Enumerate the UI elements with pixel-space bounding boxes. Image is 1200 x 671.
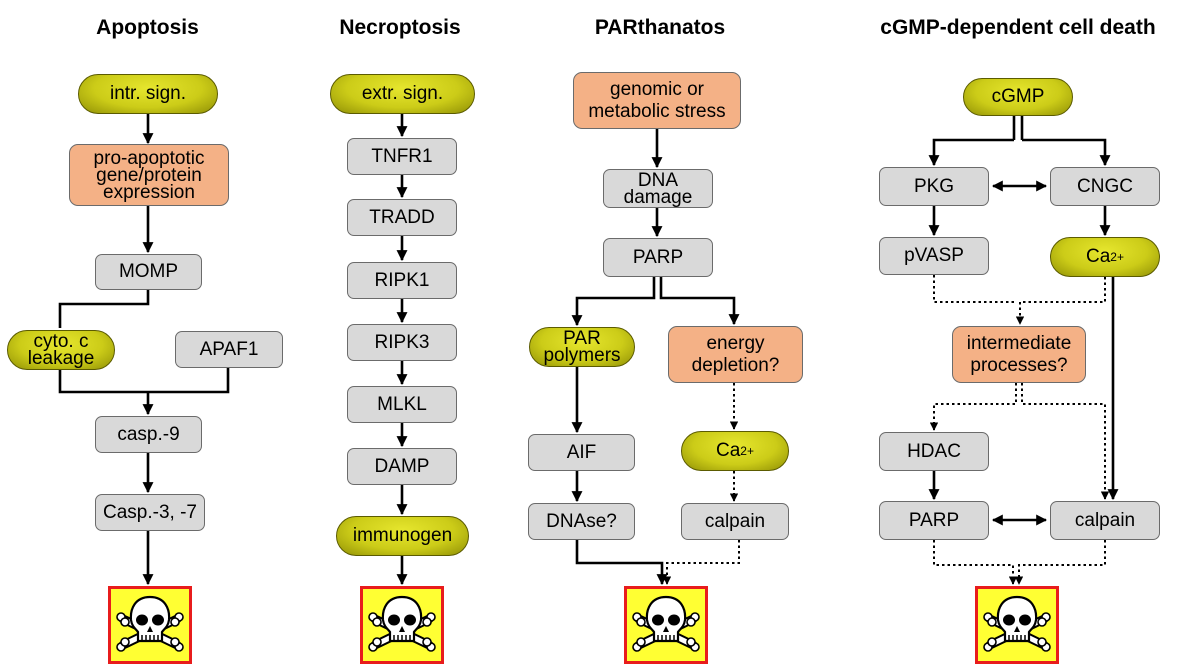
node-casp9: casp.-9 [95, 416, 202, 453]
connector-arrow [1021, 383, 1110, 500]
skull-crossbones-icon [368, 595, 436, 652]
skull-crossbones-icon [983, 595, 1051, 652]
node-apaf1: APAF1 [175, 331, 283, 368]
connector-arrow [659, 277, 740, 326]
node-calpain-parthanatos: calpain [681, 503, 789, 540]
node-aif: AIF [528, 434, 635, 471]
node-pro-apoptotic: pro-apoptotic gene/protein expression [69, 144, 229, 206]
node-hdac: HDAC [879, 432, 989, 471]
node-ripk1: RIPK1 [347, 262, 457, 299]
node-immunogen: immunogen [336, 516, 469, 556]
ca-label: Ca [1086, 246, 1111, 267]
node-tradd: TRADD [347, 199, 457, 236]
connector-arrow [1022, 138, 1111, 167]
node-cgmp: cGMP [963, 78, 1073, 116]
node-ripk3: RIPK3 [347, 324, 457, 361]
node-par-polymers: PAR polymers [529, 327, 635, 367]
node-momp: MOMP [95, 254, 202, 290]
connector-line [58, 290, 150, 328]
node-genomic-stress: genomic or metabolic stress [573, 72, 741, 129]
connector-line [933, 275, 1014, 303]
connector-arrow [929, 383, 1017, 431]
connector-arrow [1015, 277, 1106, 325]
node-calpain-cgmp: calpain [1050, 501, 1160, 540]
node-intr-sign: intr. sign. [78, 74, 218, 114]
node-parp-cgmp: PARP [879, 501, 989, 540]
cell-death-cgmp [975, 586, 1059, 664]
cell-death-parthanatos [624, 586, 708, 664]
node-cyto-c-leakage: cyto. c leakage [7, 330, 115, 370]
node-damp: DAMP [347, 448, 457, 485]
connector-arrow [1014, 540, 1106, 585]
node-dnase: DNAse? [528, 503, 635, 540]
node-intermediate-processes: intermediate processes? [952, 326, 1086, 383]
node-mlkl: MLKL [347, 386, 457, 423]
connector-line [58, 370, 148, 394]
node-energy-depletion: energy depletion? [668, 326, 803, 383]
cell-death-necroptosis [360, 586, 444, 664]
ca-label: Ca [716, 440, 741, 461]
title-cgmp-dependent: cGMP-dependent cell death [880, 16, 1156, 39]
node-extr-sign: extr. sign. [330, 74, 475, 114]
node-pvasp: pVASP [879, 237, 989, 275]
connector-arrow [928, 138, 1014, 167]
node-parp-parthanatos: PARP [603, 238, 713, 277]
connector-arrow [575, 540, 668, 586]
node-pkg: PKG [879, 167, 989, 206]
connector-arrow [571, 277, 656, 327]
title-parthanatos: PARthanatos [594, 16, 726, 39]
node-casp3-7: Casp.-3, -7 [95, 494, 205, 531]
title-necroptosis: Necroptosis [339, 16, 461, 39]
title-apoptosis: Apoptosis [96, 16, 199, 39]
node-tnfr1: TNFR1 [347, 138, 457, 175]
connector-arrow [933, 540, 1018, 585]
node-cngc: CNGC [1050, 167, 1160, 206]
skull-crossbones-icon [116, 595, 184, 652]
skull-crossbones-icon [632, 595, 700, 652]
connector-arrow [662, 540, 740, 585]
cell-death-apoptosis [108, 586, 192, 664]
connector-line [148, 368, 230, 394]
node-dna-damage: DNA damage [603, 169, 713, 208]
